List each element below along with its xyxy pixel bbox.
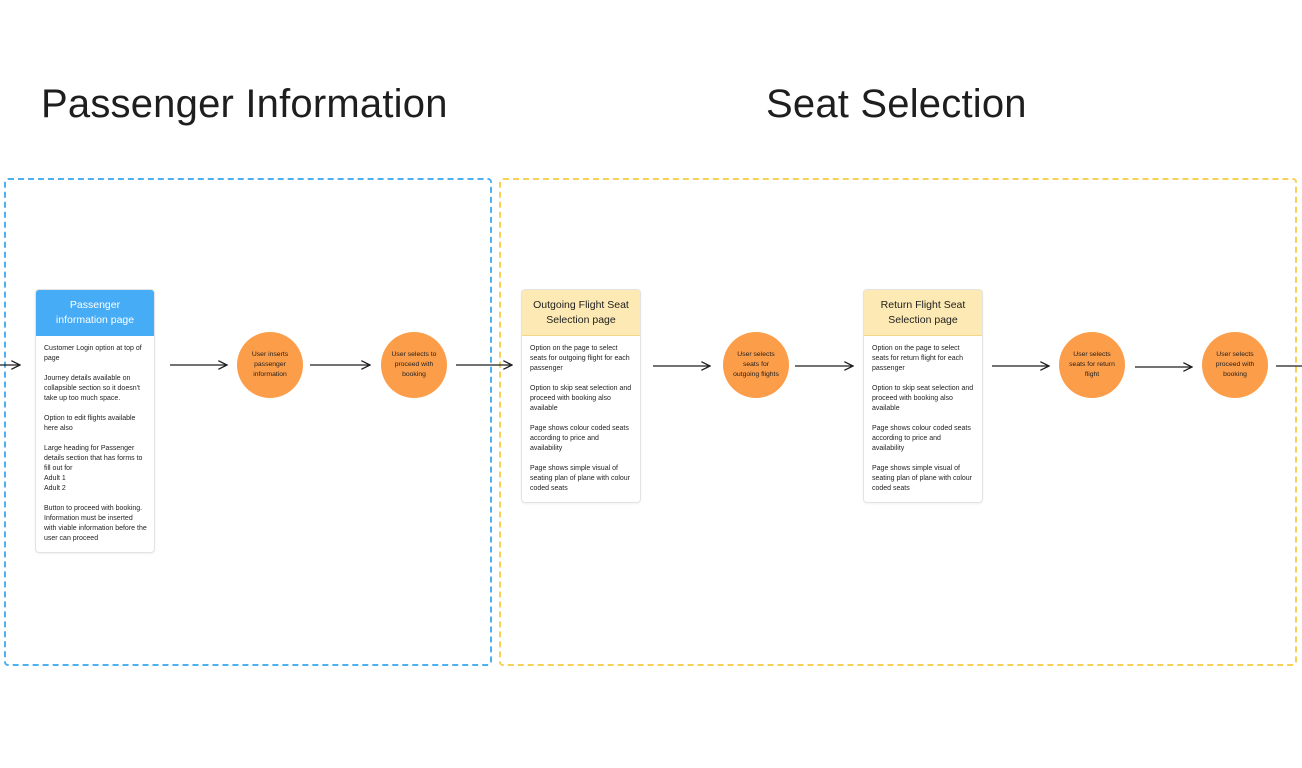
step-proceed-with-booking: User selects to proceed with booking xyxy=(381,332,447,398)
passenger-information-title: Passenger Information xyxy=(41,82,448,126)
card-notes: Option on the page to select seats for o… xyxy=(522,336,640,502)
card-title: Return Flight Seat Selection page xyxy=(864,290,982,336)
passenger-information-section xyxy=(4,178,492,666)
step-label: User selects proceed with booking xyxy=(1215,351,1255,378)
card-notes: Customer Login option at top of page Jou… xyxy=(36,336,154,552)
card-note: Page shows colour coded seats according … xyxy=(530,425,629,452)
step-label: User selects seats for return flight xyxy=(1069,351,1115,378)
card-note: Option to edit flights available here al… xyxy=(44,415,136,432)
seat-selection-title: Seat Selection xyxy=(766,82,1027,126)
step-label: User selects to proceed with booking xyxy=(391,351,437,378)
passenger-information-card: Passenger information page Customer Logi… xyxy=(35,289,155,553)
card-note: Journey details available on collapsible… xyxy=(44,375,140,402)
card-note: Button to proceed with booking. Informat… xyxy=(44,505,147,542)
step-select-outgoing-seats: User selects seats for outgoing flights xyxy=(723,332,789,398)
seat-selection-section xyxy=(499,178,1297,666)
card-note: Page shows simple visual of seating plan… xyxy=(872,465,973,492)
card-note: Customer Login option at top of page xyxy=(44,345,142,362)
step-select-return-seats: User selects seats for return flight xyxy=(1059,332,1125,398)
card-note: Page shows colour coded seats according … xyxy=(872,425,971,452)
outgoing-seat-selection-card: Outgoing Flight Seat Selection page Opti… xyxy=(521,289,641,503)
step-label: User inserts passenger information xyxy=(251,351,289,378)
card-title: Passenger information page xyxy=(36,290,154,336)
step-proceed-with-booking-final: User selects proceed with booking xyxy=(1202,332,1268,398)
return-seat-selection-card: Return Flight Seat Selection page Option… xyxy=(863,289,983,503)
card-note: Option to skip seat selection and procee… xyxy=(530,385,632,412)
card-note: Option to skip seat selection and procee… xyxy=(872,385,974,412)
step-label: User selects seats for outgoing flights xyxy=(733,351,779,378)
card-notes: Option on the page to select seats for r… xyxy=(864,336,982,502)
step-insert-passenger-information: User inserts passenger information xyxy=(237,332,303,398)
card-note: Option on the page to select seats for r… xyxy=(872,345,964,372)
card-note: Option on the page to select seats for o… xyxy=(530,345,630,372)
card-note: Large heading for Passenger details sect… xyxy=(44,445,143,492)
card-note: Page shows simple visual of seating plan… xyxy=(530,465,631,492)
card-title: Outgoing Flight Seat Selection page xyxy=(522,290,640,336)
